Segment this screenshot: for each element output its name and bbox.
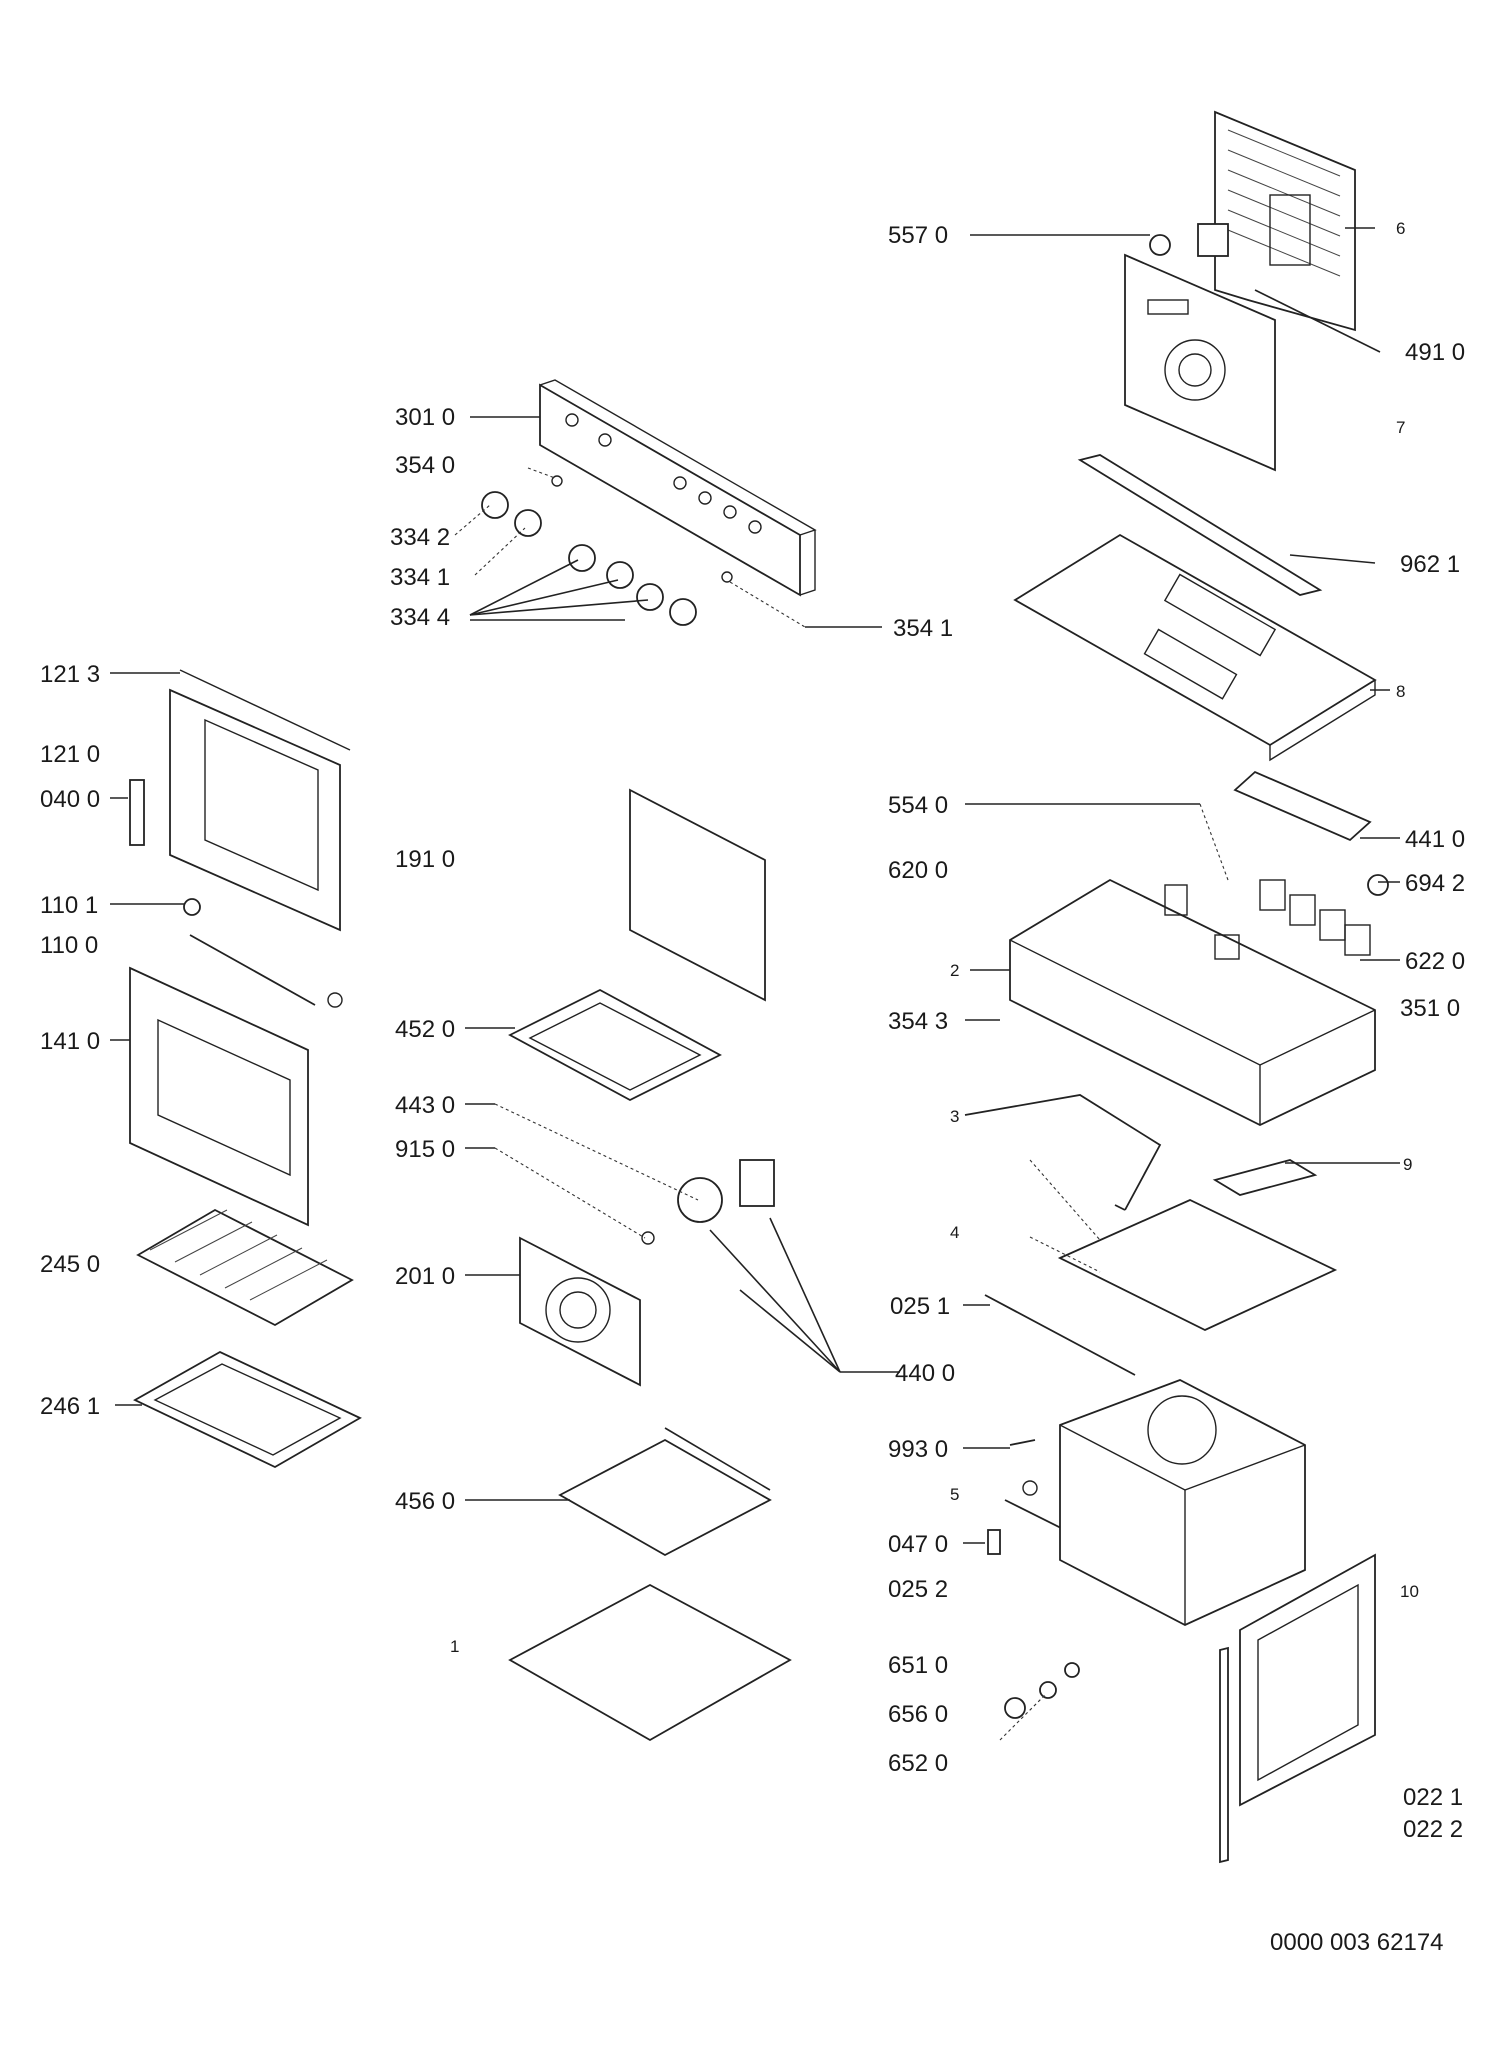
label-10: 10 bbox=[1400, 1582, 1419, 1601]
label-2: 2 bbox=[950, 961, 959, 980]
label-9: 9 bbox=[1403, 1155, 1412, 1174]
label-8: 8 bbox=[1396, 682, 1405, 701]
document-number: 0000 003 62174 bbox=[1270, 1929, 1444, 1956]
oven-door-outer bbox=[129, 966, 309, 1227]
label-622-0: 622 0 bbox=[1405, 948, 1465, 975]
label-915-0: 915 0 bbox=[395, 1136, 455, 1163]
label-3: 3 bbox=[950, 1107, 959, 1126]
wire-shelf bbox=[136, 1208, 354, 1327]
grill-element bbox=[508, 988, 722, 1102]
label-557-0: 557 0 bbox=[888, 222, 948, 249]
label-620-0: 620 0 bbox=[888, 857, 948, 884]
label-443-0: 443 0 bbox=[395, 1092, 455, 1119]
label-7: 7 bbox=[1396, 418, 1405, 437]
label-440-0: 440 0 bbox=[895, 1360, 955, 1387]
label-121-0: 121 0 bbox=[40, 741, 100, 768]
bottom-heater bbox=[558, 1427, 772, 1557]
label-694-2: 694 2 bbox=[1405, 870, 1465, 897]
label-656-0: 656 0 bbox=[888, 1701, 948, 1728]
label-491-0: 491 0 bbox=[1405, 339, 1465, 366]
part-labels: 557 0 6 491 0 7 962 1 8 301 0 354 0 334 … bbox=[40, 219, 1465, 1956]
label-334-1: 334 1 bbox=[390, 564, 450, 591]
label-4: 4 bbox=[950, 1223, 959, 1242]
leader-lines bbox=[110, 227, 1400, 1741]
label-354-0: 354 0 bbox=[395, 452, 455, 479]
label-5: 5 bbox=[950, 1485, 959, 1504]
label-334-4: 334 4 bbox=[390, 604, 450, 631]
label-022-2: 022 2 bbox=[1403, 1816, 1463, 1843]
plate-4 bbox=[1057, 1199, 1338, 1331]
label-334-2: 334 2 bbox=[390, 524, 450, 551]
cover-9 bbox=[1212, 1159, 1318, 1196]
cavity-front-frame bbox=[1219, 1553, 1376, 1864]
label-441-0: 441 0 bbox=[1405, 826, 1465, 853]
fan-cover-plate bbox=[519, 1236, 641, 1387]
label-025-2: 025 2 bbox=[888, 1576, 948, 1603]
label-456-0: 456 0 bbox=[395, 1488, 455, 1515]
label-040-0: 040 0 bbox=[40, 786, 100, 813]
label-354-3: 354 3 bbox=[888, 1008, 948, 1035]
label-110-1: 110 1 bbox=[40, 892, 98, 919]
label-6: 6 bbox=[1396, 219, 1405, 238]
label-554-0: 554 0 bbox=[888, 792, 948, 819]
top-heater-cover bbox=[629, 788, 766, 1002]
label-121-3: 121 3 bbox=[40, 661, 100, 688]
control-knobs bbox=[481, 475, 733, 626]
door-hinge-parts bbox=[183, 898, 343, 1008]
label-110-0: 110 0 bbox=[40, 932, 98, 959]
label-452-0: 452 0 bbox=[395, 1016, 455, 1043]
label-351-0: 351 0 bbox=[1400, 995, 1460, 1022]
label-245-0: 245 0 bbox=[40, 1251, 100, 1278]
oven-cavity bbox=[1059, 1379, 1306, 1627]
oven-door-inner bbox=[129, 669, 351, 932]
baking-tray bbox=[133, 1350, 362, 1469]
control-panel-fascia bbox=[539, 379, 817, 597]
small-fittings bbox=[987, 1439, 1080, 1719]
label-201-0: 201 0 bbox=[395, 1263, 455, 1290]
electronics-housing bbox=[1009, 878, 1376, 1127]
label-993-0: 993 0 bbox=[888, 1436, 948, 1463]
heater-tube-441 bbox=[1233, 770, 1389, 896]
label-141-0: 141 0 bbox=[40, 1028, 100, 1055]
rear-panel-assembly bbox=[1013, 110, 1377, 762]
label-047-0: 047 0 bbox=[888, 1531, 948, 1558]
label-246-1: 246 1 bbox=[40, 1393, 100, 1420]
label-1: 1 bbox=[450, 1637, 459, 1656]
label-651-0: 651 0 bbox=[888, 1652, 948, 1679]
bottom-plate bbox=[508, 1583, 792, 1742]
label-022-1: 022 1 bbox=[1403, 1784, 1463, 1811]
label-191-0: 191 0 bbox=[395, 846, 455, 873]
label-354-1: 354 1 bbox=[893, 615, 953, 642]
label-652-0: 652 0 bbox=[888, 1750, 948, 1777]
rail-3 bbox=[964, 1094, 1162, 1211]
label-025-1: 025 1 bbox=[890, 1293, 950, 1320]
label-301-0: 301 0 bbox=[395, 404, 455, 431]
label-962-1: 962 1 bbox=[1400, 551, 1460, 578]
fan-motor-assembly bbox=[641, 1159, 775, 1245]
